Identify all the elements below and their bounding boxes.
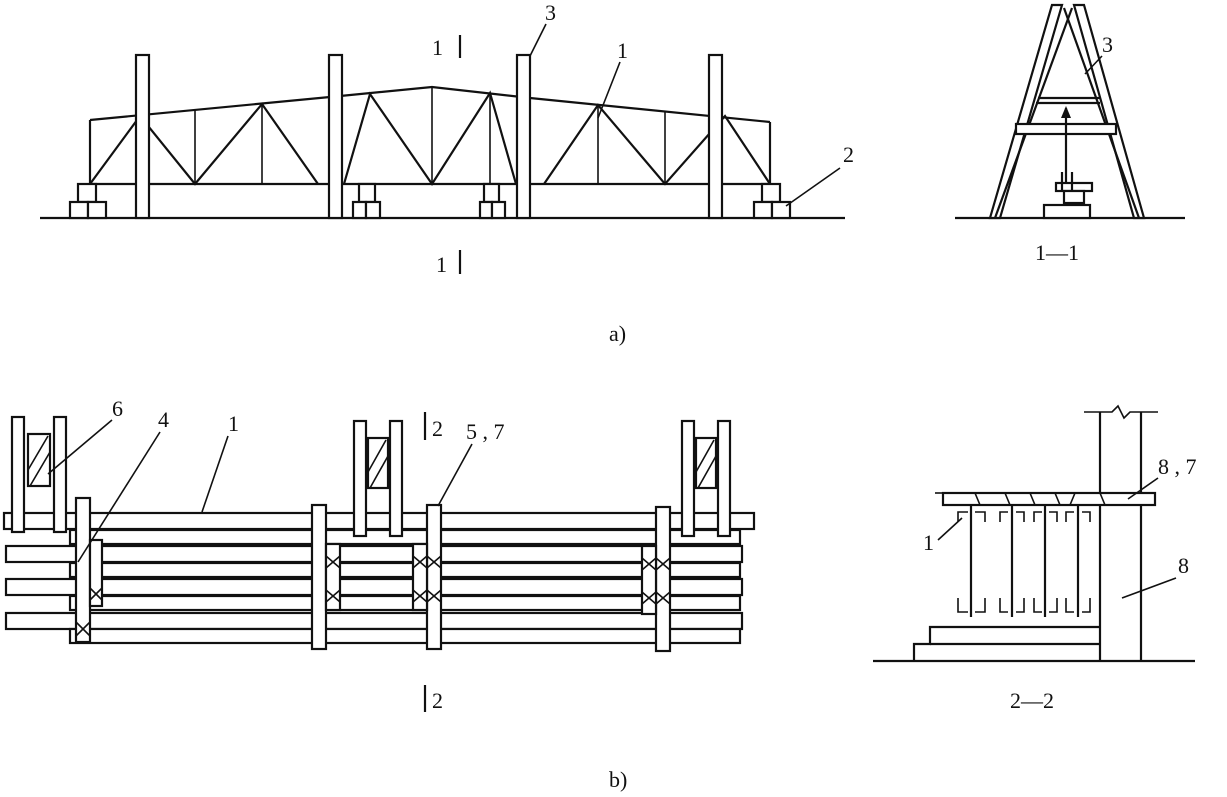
callout-2: 2 — [843, 142, 854, 167]
callout-1b: 1 — [228, 411, 239, 436]
a-frame-leg-1 — [988, 3, 1064, 220]
jack-arrow — [1061, 106, 1071, 118]
column-4 — [707, 53, 724, 220]
clamps — [74, 496, 672, 653]
break-line — [1084, 404, 1158, 420]
section-1-1-label: 1—1 — [1035, 240, 1079, 265]
callout-4: 4 — [158, 407, 169, 432]
member-top — [2, 511, 756, 531]
section-1-1: 3 1—1 — [955, 3, 1185, 265]
section-callout-3: 3 — [1102, 32, 1113, 57]
leader-2 — [785, 167, 841, 207]
callout-3: 3 — [545, 0, 556, 25]
platform-beam — [941, 491, 1157, 507]
figure-a-caption: a) — [609, 321, 626, 346]
section-2-2-label: 2—2 — [1010, 688, 1054, 713]
callout-8-7: 8 , 7 — [1158, 454, 1197, 479]
figure-b-caption: b) — [609, 767, 627, 792]
temporary-columns — [134, 53, 724, 220]
section-mark-1-top: 1 — [432, 35, 443, 60]
hatched-frames — [10, 415, 732, 538]
callout-8: 8 — [1178, 553, 1189, 578]
column-3 — [515, 53, 532, 220]
column-2 — [327, 53, 344, 220]
section-mark-2-top: 2 — [432, 416, 443, 441]
support-blocks — [68, 182, 792, 220]
section-mark-1-bottom: 1 — [436, 252, 447, 277]
column-1 — [134, 53, 151, 220]
truss-verticals — [194, 87, 666, 184]
figure-a-elevation: 1 1 3 1 2 a) — [40, 0, 854, 346]
section-2-2: 8 , 7 1 8 2—2 — [873, 404, 1197, 713]
long-members — [2, 511, 756, 645]
callout-1: 1 — [617, 38, 628, 63]
jack-base-block — [1042, 203, 1092, 220]
leader-3 — [529, 23, 547, 57]
callout-6: 6 — [112, 396, 123, 421]
truss-top-chord — [89, 85, 771, 124]
section-mark-2-bottom: 2 — [432, 688, 443, 713]
callout-1c: 1 — [923, 530, 934, 555]
hanging-members — [957, 505, 1091, 617]
truss-diagonals — [89, 90, 771, 186]
figure-b-plan: 2 2 6 4 1 5 , 7 b) — [2, 396, 756, 792]
leader-1 — [597, 61, 621, 119]
callout-5-7: 5 , 7 — [466, 419, 505, 444]
